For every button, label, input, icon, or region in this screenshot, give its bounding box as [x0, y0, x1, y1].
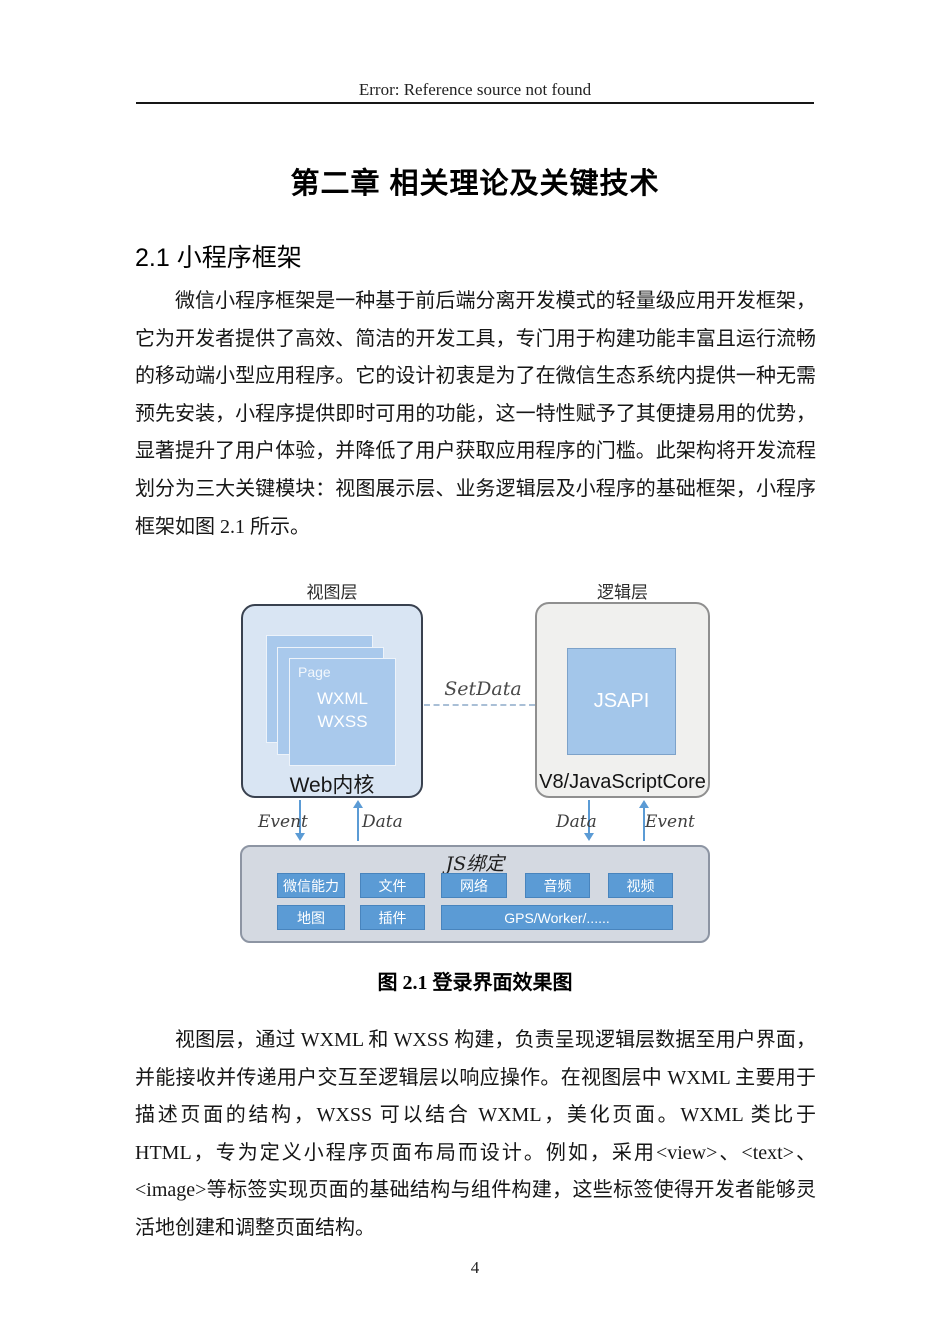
- chapter-title: 第二章 相关理论及关键技术: [290, 168, 660, 200]
- setdata-label: SetData: [444, 678, 522, 700]
- architecture-diagram: 视图层 逻辑层 Page WXML WXSS Web内核 JSAPI V8/Ja…: [238, 578, 712, 945]
- event-down-arrow-line: [299, 800, 301, 834]
- event-up-arrow-line: [643, 807, 645, 841]
- js-binding-item-audio: 音频: [525, 873, 590, 898]
- paragraph-intro: 微信小程序框架是一种基于前后端分离开发模式的轻量级应用开发框架，它为开发者提供了…: [135, 290, 816, 538]
- js-binding-item-plugin: 插件: [360, 905, 425, 930]
- setdata-dashed-line: [424, 704, 535, 706]
- jsapi-box: JSAPI: [567, 648, 676, 755]
- data-down-arrow-head-icon: [584, 833, 594, 841]
- js-binding-item-video: 视频: [608, 873, 673, 898]
- wxml-label: WXML: [317, 689, 368, 708]
- data-left-label: Data: [362, 812, 403, 832]
- header-divider: [136, 102, 814, 104]
- section-heading: 2.1 小程序框架: [135, 244, 302, 272]
- data-up-arrow-head-icon: [353, 800, 363, 808]
- event-down-arrow-head-icon: [295, 833, 305, 841]
- page-card-front: Page WXML WXSS: [289, 658, 396, 766]
- js-binding-title: JS绑定: [445, 853, 505, 875]
- v8-javascriptcore-label: V8/JavaScriptCore: [539, 771, 706, 793]
- data-right-label: Data: [556, 812, 597, 832]
- event-up-arrow-head-icon: [639, 800, 649, 808]
- wxss-label: WXSS: [317, 712, 368, 731]
- page-label: Page: [298, 664, 331, 680]
- js-binding-item-map: 地图: [277, 905, 345, 930]
- web-kernel-label: Web内核: [289, 774, 375, 797]
- wxml-wxss-label: WXML WXSS: [290, 687, 395, 733]
- view-layer-label: 视图层: [306, 583, 358, 602]
- page-number: 4: [470, 1258, 480, 1277]
- event-left-label: Event: [258, 812, 308, 832]
- page-header: Error: Reference source not found: [358, 80, 592, 99]
- js-binding-item-gps-worker: GPS/Worker/......: [441, 905, 673, 930]
- logic-layer-label: 逻辑层: [597, 583, 648, 602]
- paragraph-view-layer: 视图层，通过 WXML 和 WXSS 构建，负责呈现逻辑层数据至用户界面，并能接…: [135, 1029, 816, 1239]
- figure-caption: 图 2.1 登录界面效果图: [377, 972, 573, 994]
- js-binding-item-wechat-capability: 微信能力: [277, 873, 345, 898]
- event-right-label: Event: [645, 812, 695, 832]
- js-binding-item-file: 文件: [360, 873, 425, 898]
- js-binding-item-network: 网络: [441, 873, 507, 898]
- data-down-arrow-line: [588, 800, 590, 834]
- data-up-arrow-line: [357, 807, 359, 841]
